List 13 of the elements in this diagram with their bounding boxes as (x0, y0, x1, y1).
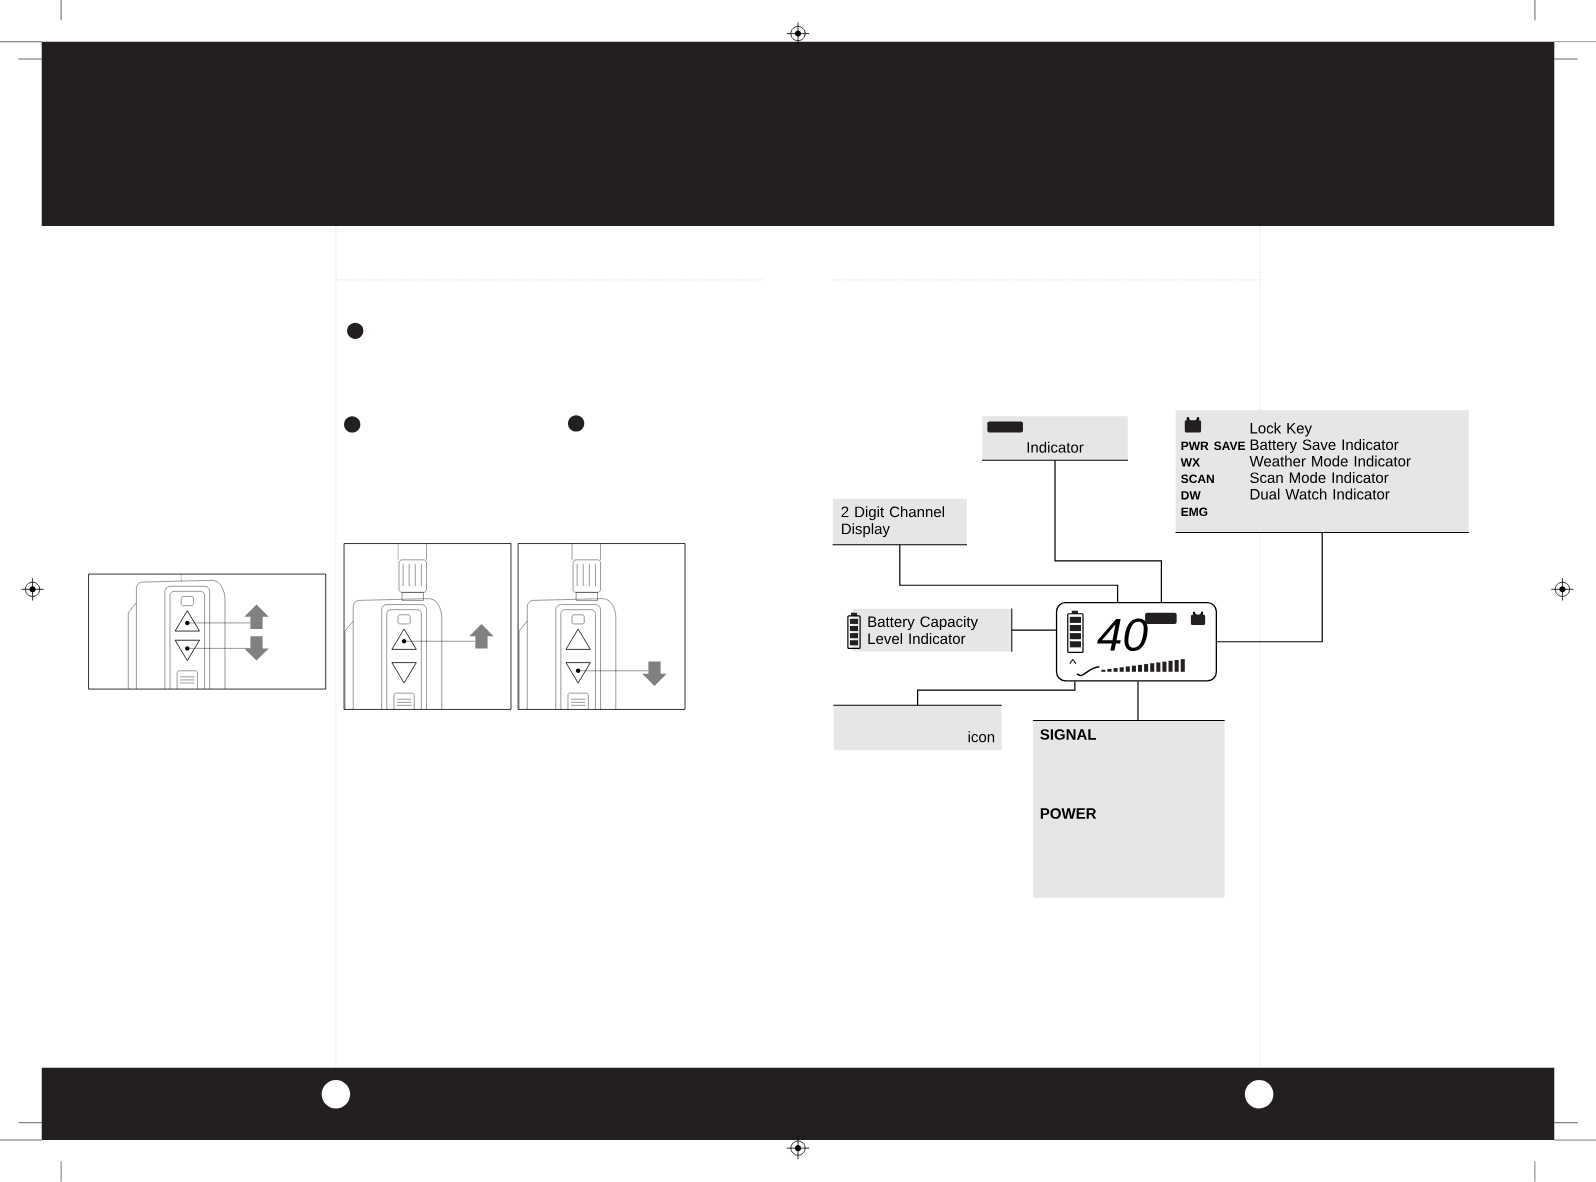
leader-line (1054, 459, 1162, 603)
label-box: 2 Digit Channel Display (832, 498, 968, 546)
label-box: Battery Capacity Level Indicator (852, 608, 1013, 653)
label-box: SIGNAL POWER (1032, 720, 1226, 898)
label-box: Lock Key PWR SAVE Battery Save Indicator WX Weather Mode Indicator SCAN Scan Mode Indicator DW Dual Watch Indicator EMG (1175, 410, 1470, 534)
leader-line (917, 681, 1076, 706)
leader-line (899, 544, 1119, 603)
leader-line (1011, 629, 1057, 631)
leader-line (1137, 681, 1139, 722)
label-box: icon (832, 704, 1003, 751)
leader-line (1216, 532, 1323, 643)
lcd-display: 40 (1055, 602, 1217, 682)
indicator-label: Indicator (981, 416, 1129, 461)
